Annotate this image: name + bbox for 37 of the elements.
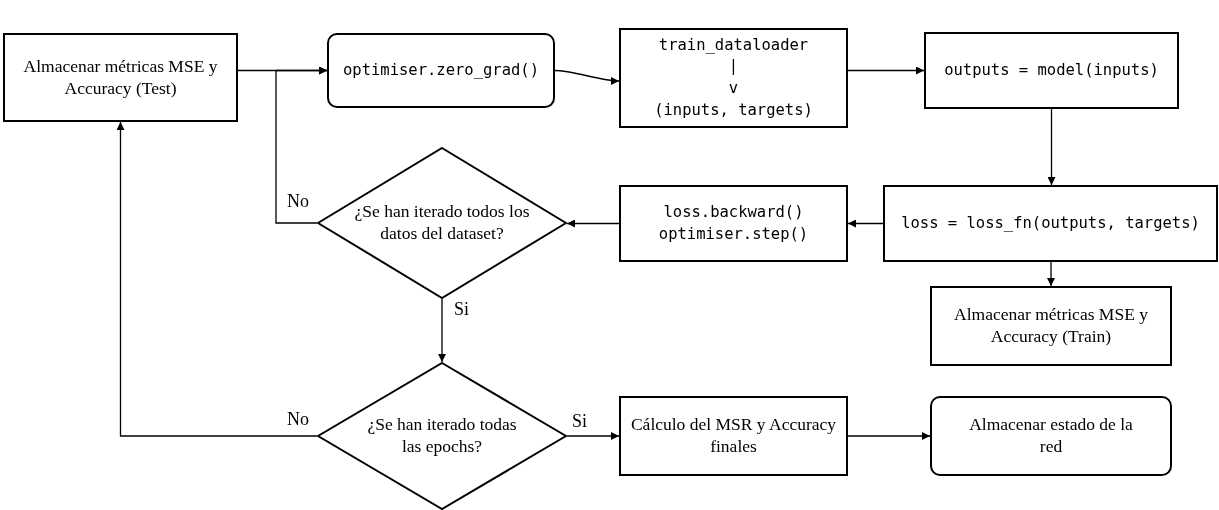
step-text: Almacenar métricas MSE y Accuracy (Train): [953, 304, 1149, 348]
arrow: [275, 66, 328, 224]
arrow: [116, 121, 318, 437]
step-text: Almacenar métricas MSE y Accuracy (Test): [22, 55, 219, 100]
code-text: optimiser.zero_grad(): [343, 59, 539, 81]
code-step-box: [924, 32, 1179, 109]
process-box: [930, 286, 1172, 366]
code-text: loss = loss_fn(outputs, targets): [901, 212, 1200, 234]
arrow: [438, 298, 446, 363]
code-text: (inputs, targets): [654, 99, 813, 121]
arrow: [1047, 108, 1056, 186]
arrow: [847, 219, 884, 228]
arrow: [1047, 261, 1055, 287]
arrow: [847, 432, 931, 440]
arrow: [847, 66, 925, 75]
decision-diamond: [317, 147, 567, 299]
code-step-box: [883, 185, 1218, 262]
code-step-box: [327, 33, 555, 108]
code-step-box: [619, 28, 848, 128]
decision-diamond: [317, 362, 567, 510]
step-text: Almacenar estado de la red: [968, 414, 1134, 458]
code-text: v: [728, 78, 739, 99]
code-text: loss.backward(): [663, 201, 804, 223]
step-text: ¿Se han iterado todos los datos del dataset?: [353, 201, 531, 245]
process-box: [3, 33, 238, 122]
arrow: [566, 432, 620, 440]
code-text: train_dataloader: [658, 34, 809, 56]
arrow: [554, 69, 620, 85]
code-text: optimiser.step(): [658, 223, 809, 245]
arrow: [566, 219, 620, 228]
step-text: ¿Se han iterado todas las epochs?: [366, 414, 518, 458]
code-text: |: [728, 56, 739, 78]
code-step-box: [619, 185, 848, 262]
step-text: Cálculo del MSR y Accuracy finales: [629, 414, 838, 458]
process-box: [930, 396, 1172, 476]
code-text: outputs = model(inputs): [944, 59, 1159, 81]
process-box: [619, 396, 848, 476]
